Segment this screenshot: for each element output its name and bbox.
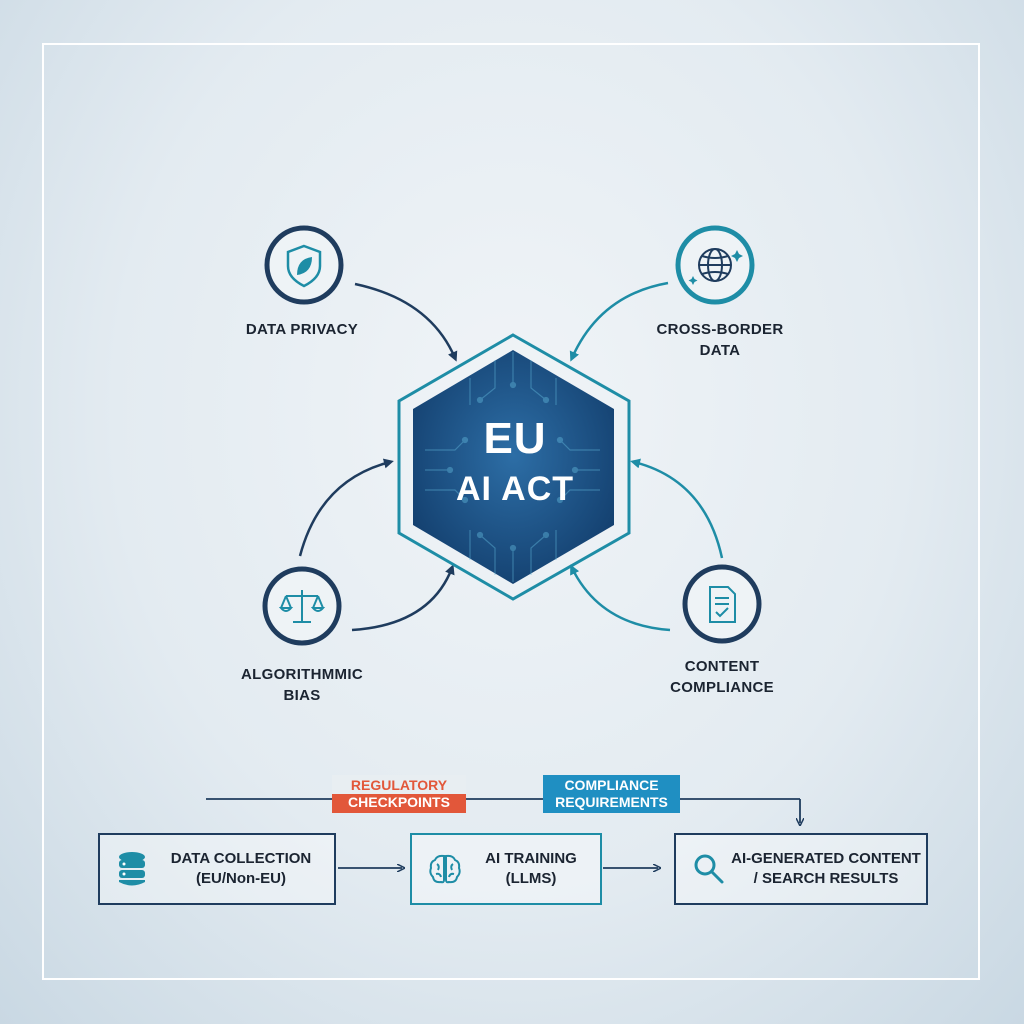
arrow-compliance-up-to-hub <box>630 458 724 559</box>
arrow-bias-to-hub <box>351 564 455 632</box>
data-collection-label: DATA COLLECTION(EU/Non-EU) <box>170 850 312 887</box>
arrow-crossborder-to-hub <box>569 281 669 362</box>
algorithmic-bias-node <box>262 566 342 646</box>
hub-hexagon-outline <box>397 333 631 601</box>
content-compliance-node <box>682 564 762 644</box>
database-icon <box>119 852 145 886</box>
outer-frame <box>42 43 980 980</box>
shield-leaf-icon <box>286 244 322 288</box>
ai-content-label: AI-GENERATED CONTENT/ SEARCH RESULTS <box>731 850 921 887</box>
hub-hexagon <box>413 350 614 584</box>
data-collection-box: DATA COLLECTION(EU/Non-EU) <box>98 833 336 905</box>
ai-training-label: AI TRAINING(LLMS) <box>485 850 577 887</box>
brain-icon <box>429 854 461 884</box>
regulatory-checkpoints-tag: REGULATORY CHECKPOINTS <box>332 775 466 813</box>
cross-border-node <box>675 225 755 305</box>
document-check-icon <box>709 586 736 623</box>
data-privacy-node <box>264 225 344 305</box>
globe-icon <box>698 248 732 282</box>
magnifier-icon <box>694 854 724 884</box>
arrow-compliance-to-hub <box>570 564 671 632</box>
hub-title-line2: AI ACT <box>455 470 575 508</box>
hub-title-line1: EU <box>483 414 547 463</box>
compliance-requirements-tag: COMPLIANCE REQUIREMENTS <box>543 775 680 813</box>
circuit-pattern <box>425 352 600 582</box>
arrow-privacy-to-hub <box>354 282 458 362</box>
ai-training-box: AI TRAINING(LLMS) <box>410 833 602 905</box>
arrow-bias-up-to-hub <box>298 458 394 557</box>
scales-icon <box>278 590 326 623</box>
data-privacy-label: DATA PRIVACY <box>245 321 359 338</box>
ai-content-box: AI-GENERATED CONTENT/ SEARCH RESULTS <box>674 833 928 905</box>
